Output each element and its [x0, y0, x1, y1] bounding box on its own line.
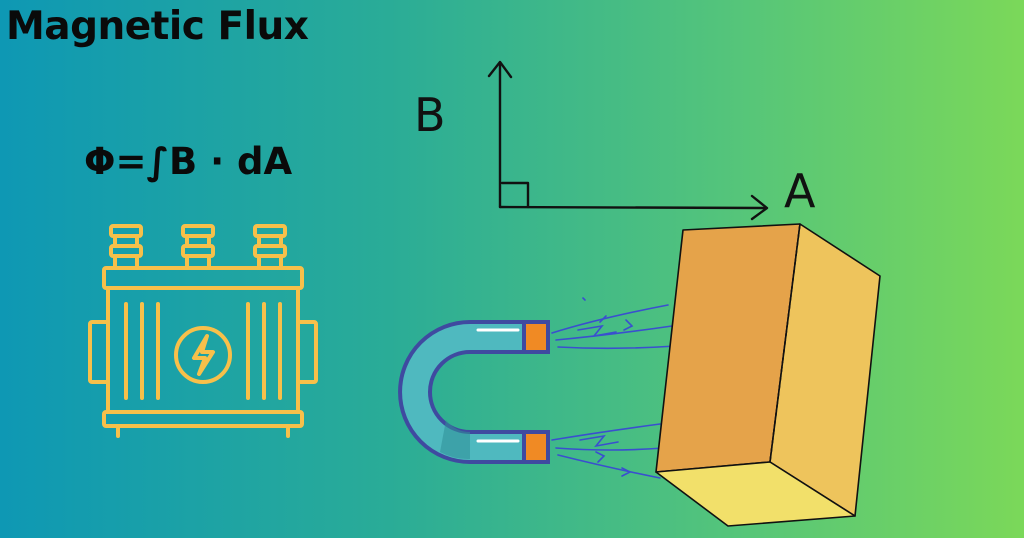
bushing — [109, 224, 143, 270]
horizontal-axis — [498, 205, 767, 210]
bushing — [253, 224, 287, 270]
lightning-bolt-icon — [192, 334, 215, 376]
page-title: Magnetic Flux — [6, 4, 309, 49]
block-hidden-edge — [769, 223, 801, 463]
vertical-axis-arrowhead — [487, 60, 513, 79]
block-bottom-face — [655, 461, 856, 527]
magnet-pole-tip — [522, 430, 550, 464]
axes — [487, 60, 769, 221]
magnet-body — [398, 320, 526, 464]
magnet-pole-tip — [522, 320, 550, 354]
horizontal-axis-arrowhead — [750, 194, 769, 221]
magnet-shade — [440, 420, 470, 460]
field-lines — [551, 297, 677, 479]
axis-label-b: B — [414, 88, 446, 142]
flux-formula: Φ=∫B · dA — [84, 140, 293, 183]
transformer-icon — [88, 224, 318, 438]
rectangular-block-icon — [655, 223, 881, 527]
right-angle-marker — [500, 181, 530, 209]
axis-label-a: A — [784, 164, 816, 218]
horseshoe-magnet-icon — [398, 320, 550, 464]
bushing — [181, 224, 215, 270]
